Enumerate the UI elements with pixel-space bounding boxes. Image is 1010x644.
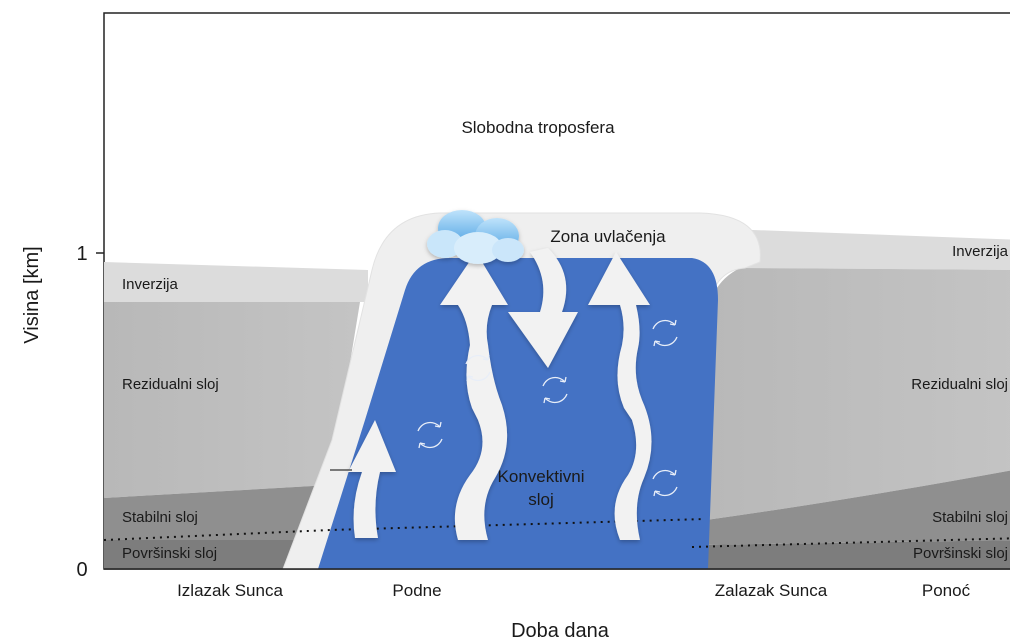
right-inversion-layer <box>700 228 1010 270</box>
right-stable-layer <box>692 470 1010 545</box>
x-axis-title: Doba dana <box>511 620 610 642</box>
thermal-arrow-icon <box>588 252 652 540</box>
right-surface-layer <box>692 540 1010 569</box>
convective-layer-label-2: sloj <box>528 490 554 509</box>
right-inversion-label: Inverzija <box>952 243 1009 260</box>
thermal-arrow-icon <box>348 420 396 538</box>
x-tick-label-sunset: Zalazak Sunca <box>715 581 828 600</box>
right-residual-label: Rezidualni sloj <box>911 376 1008 393</box>
thermal-arrow-icon <box>440 252 508 540</box>
left-inversion-layer <box>104 262 368 302</box>
right-surface-label: Površinski sloj <box>913 545 1008 562</box>
left-surface-label: Površinski sloj <box>122 545 217 562</box>
x-tick-label-sunrise: Izlazak Sunca <box>177 581 283 600</box>
x-tick-label-midnight: Ponoć <box>922 581 971 600</box>
y-tick-label-0: 0 <box>76 559 87 581</box>
convective-layer <box>318 258 718 569</box>
free-troposphere-label: Slobodna troposfera <box>461 118 615 137</box>
left-surface-layer <box>104 540 318 569</box>
convective-layer-label-1: Konvektivni <box>498 467 585 486</box>
left-inversion-label: Inverzija <box>122 276 179 293</box>
surface-layer-boundary <box>103 518 706 541</box>
subsidence-arrow-icon <box>508 248 578 368</box>
cloud-icon <box>427 210 524 264</box>
left-residual-layer <box>104 302 360 498</box>
entrainment-zone-label: Zona uvlačenja <box>550 227 666 246</box>
right-stable-label: Stabilni sloj <box>932 509 1008 526</box>
right-residual-layer <box>706 268 1010 520</box>
y-axis-title: Visina [km] <box>21 246 43 343</box>
left-residual-label: Rezidualni sloj <box>122 376 219 393</box>
x-tick-label-noon: Podne <box>392 581 441 600</box>
y-tick-label-1: 1 <box>76 243 87 265</box>
left-stable-layer <box>104 485 330 540</box>
left-stable-label: Stabilni sloj <box>122 509 198 526</box>
